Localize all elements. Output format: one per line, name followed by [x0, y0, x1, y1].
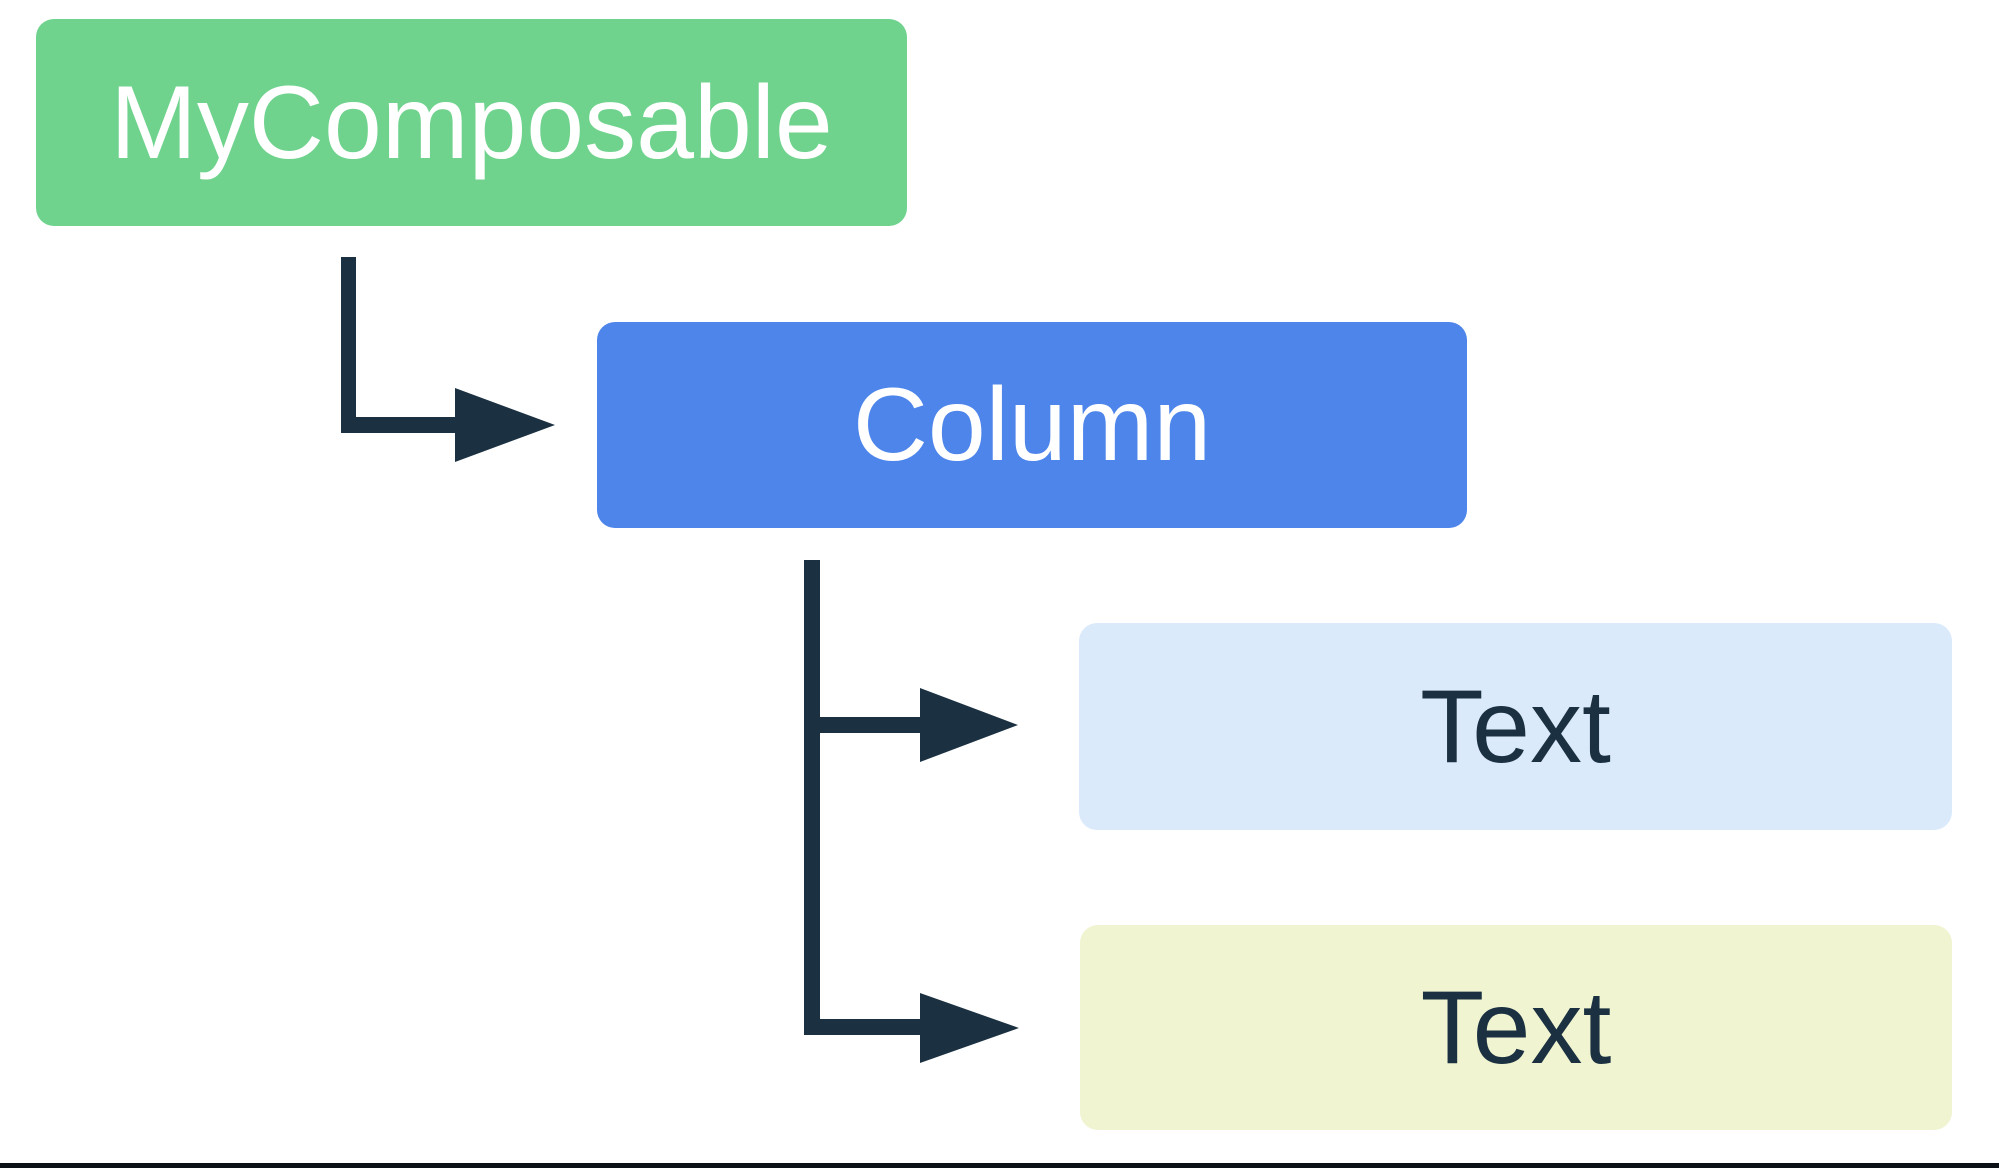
arrow-vertical-segment — [341, 257, 356, 433]
node-column: Column — [597, 322, 1467, 528]
node-column-label: Column — [852, 367, 1212, 483]
arrowhead-icon — [920, 993, 1019, 1063]
node-mycomposable: MyComposable — [36, 19, 907, 226]
arrow-column-to-texts — [804, 560, 1019, 1063]
node-text-first-label: Text — [1420, 668, 1611, 785]
arrow-mycomposable-to-column — [341, 257, 555, 462]
bottom-border-rule — [0, 1163, 1999, 1168]
node-text-second-label: Text — [1420, 969, 1612, 1086]
arrow-horizontal-segment — [804, 1019, 922, 1035]
node-text-first: Text — [1079, 623, 1952, 830]
arrowhead-icon — [920, 688, 1018, 762]
arrowhead-icon — [455, 388, 555, 462]
arrow-horizontal-segment — [804, 717, 922, 733]
node-text-second: Text — [1080, 925, 1952, 1130]
node-mycomposable-label: MyComposable — [110, 64, 833, 181]
arrow-horizontal-segment — [341, 417, 457, 433]
arrow-vertical-segment — [804, 560, 820, 1035]
